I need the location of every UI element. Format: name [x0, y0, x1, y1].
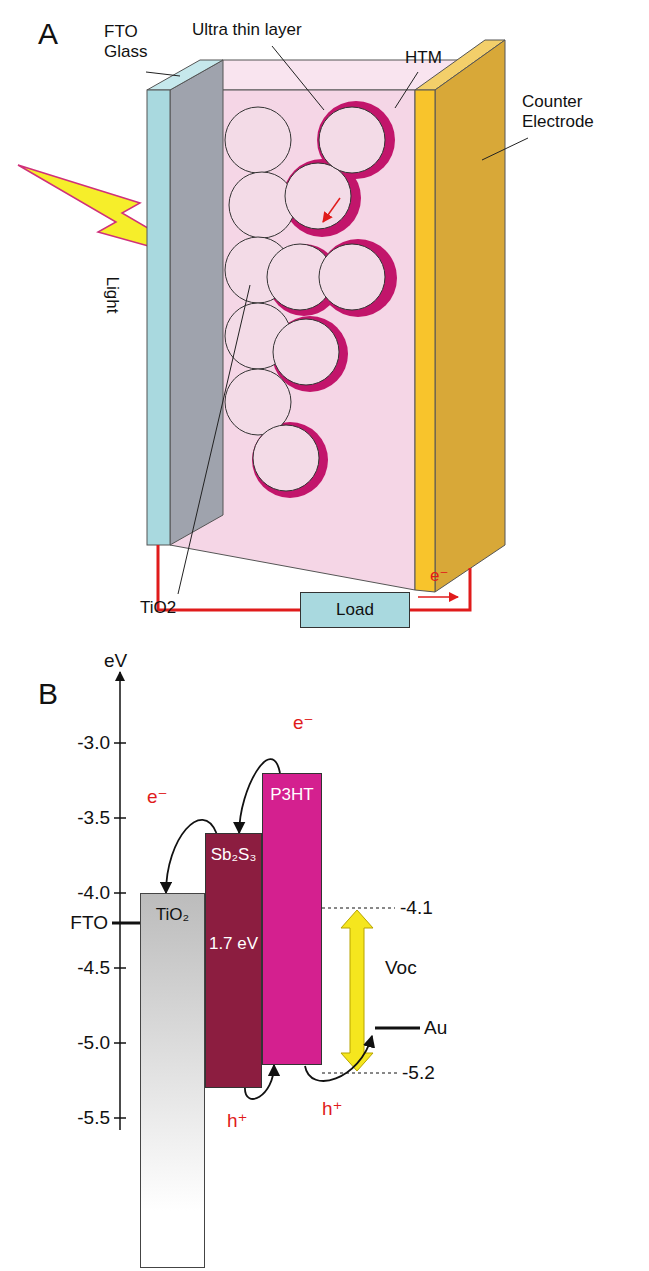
- leader-line: [146, 72, 180, 76]
- electron-label: e⁻: [430, 566, 448, 586]
- drawing-part: [252, 422, 328, 498]
- drawing-part: [319, 239, 397, 317]
- injection-arrow: [323, 198, 340, 222]
- drawing-part: [114, 817, 126, 819]
- drawing-part: [114, 967, 126, 969]
- electrode-front: [415, 90, 435, 592]
- voc-label: Voc: [385, 957, 417, 980]
- axis-tick-label: -3.0: [77, 732, 110, 755]
- level-label: Au: [424, 1017, 447, 1040]
- au-level: [375, 1027, 420, 1030]
- drawing-part: [253, 425, 319, 491]
- leader-line: [178, 285, 250, 594]
- drawing-part: [319, 244, 385, 310]
- energy-axis: [119, 672, 121, 1130]
- current-arrow: [418, 596, 458, 598]
- drawing-part: [319, 107, 385, 173]
- part-label: HTM: [405, 48, 442, 68]
- load-box: Load: [300, 592, 410, 628]
- hole-label: h⁺: [322, 1098, 343, 1121]
- axis-tick-label: -5.5: [77, 1107, 110, 1130]
- tio2-particles: [225, 107, 385, 491]
- glass-front: [147, 90, 170, 545]
- fto-level: [112, 922, 142, 925]
- level-dashed: [322, 908, 395, 909]
- electrode-face: [435, 40, 505, 592]
- tio2-band: TiO₂: [140, 893, 205, 1268]
- light-label: Light: [102, 277, 122, 314]
- drawing-part: [114, 1117, 126, 1119]
- node-label: Sb₂S₃: [211, 844, 257, 865]
- node-label: P3HT: [270, 784, 313, 805]
- panel-letter: A: [38, 16, 58, 52]
- leader-line: [272, 46, 324, 110]
- axis-tick-label: -4.0: [77, 882, 110, 905]
- level-dashed: [322, 1073, 398, 1074]
- edge-label: e⁻: [292, 712, 315, 735]
- leader-line: [482, 138, 528, 160]
- axis-unit: eV: [104, 650, 127, 673]
- edge-label: h⁺: [226, 1110, 249, 1133]
- level-label: -4.1: [400, 897, 433, 920]
- node-label: TiO₂: [156, 904, 189, 925]
- part-label: FTO Glass: [104, 22, 166, 63]
- node-sublabel: 1.7 eV: [209, 933, 258, 954]
- part-label: TiO2: [140, 598, 176, 618]
- edge-label: e⁻: [146, 786, 169, 809]
- drawing-part: [285, 163, 351, 229]
- leader-line: [395, 72, 418, 108]
- drawing-part: [114, 1042, 126, 1044]
- level-label: FTO: [70, 912, 108, 935]
- p3ht-band: P3HT: [262, 773, 322, 1065]
- drawing-part: [273, 319, 339, 385]
- axis-ticks: [114, 743, 126, 1118]
- axis-tick-label: -4.5: [77, 957, 110, 980]
- glass-top: [147, 60, 223, 90]
- drawing-part: [225, 107, 291, 173]
- sb2s3-band: Sb₂S₃ 1.7 eV: [205, 833, 262, 1088]
- part-label: Counter Electrode: [522, 92, 622, 133]
- axis-tick-label: -5.0: [77, 1032, 110, 1055]
- drawing-part: [114, 892, 126, 894]
- compact-layer: [170, 60, 223, 545]
- level-label: -5.2: [402, 1062, 435, 1085]
- panel-letter: B: [38, 676, 58, 712]
- node-label: Load: [336, 599, 374, 620]
- drawing-part: [114, 742, 126, 744]
- drawing-part: [229, 172, 295, 238]
- axis-tick-label: -3.5: [77, 807, 110, 830]
- part-label: Ultra thin layer: [192, 20, 302, 40]
